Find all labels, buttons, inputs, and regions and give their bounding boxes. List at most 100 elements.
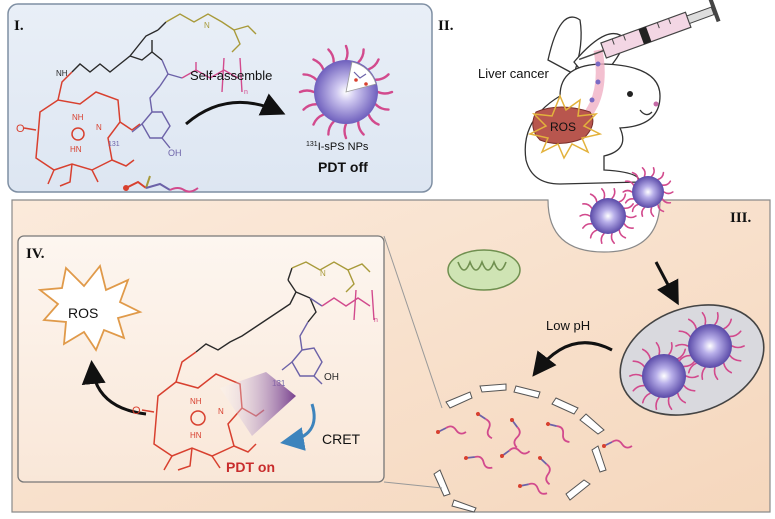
nanoparticle-icon-1 [579,187,637,245]
peg-corona-ray [661,198,672,204]
ros-burst-small-icon [527,94,603,160]
low-ph-arrow [532,341,613,377]
peg-corona-ray [629,373,643,377]
peg-corona-ray [298,89,316,94]
internalize-arrow [654,261,679,306]
peg-corona-ray [641,392,652,404]
released-unimers [436,412,633,495]
peg-corona-ray [714,311,719,326]
peg-corona-ray [631,171,639,181]
endosome-fragments [433,383,607,513]
peg-corona-ray [632,360,645,368]
panel-i-label: I. [14,18,24,34]
zoom-line-top [383,235,443,409]
peg-corona-ray [618,193,627,203]
peg-corona-ray [302,103,318,111]
peg-corona-ray [582,222,593,229]
self-assemble-label: Self-assemble [190,68,272,83]
peg-corona-ray [618,229,627,239]
peg-corona-ray [655,341,661,356]
peg-chain-i [181,57,243,93]
amine-iv-n-label: N [320,269,326,278]
peg-corona-ray [687,318,698,330]
peg-corona-ray [678,354,691,362]
peg-corona-ray [376,90,394,95]
porphyrin-n-label: N [96,123,102,132]
peg-corona-ray [722,362,733,374]
panel-ii-label: II. [438,18,454,34]
porphyrin-iv-nh-label: NH [190,397,202,406]
peg-corona-ray [623,223,634,229]
pdt-on-label: PDT on [226,459,275,475]
peg-corona-ray [676,392,687,404]
unimer-molecule-icon [123,175,199,193]
peg-corona-ray [650,167,655,178]
peg-corona-ray [683,360,696,368]
nanoparticle-name: 131I-sPS NPs [306,141,369,153]
peg-corona-ray [713,366,719,381]
liver-cancer-label: Liver cancer [478,66,549,81]
peg-corona-ray [367,58,380,71]
peg-corona-ray [675,343,689,347]
peg-corona-ray [302,73,318,81]
porphyrin-iv-hn-label: HN [190,431,202,440]
tyrosine-group-i [131,59,183,149]
peg-corona-ray [667,396,673,411]
peg-corona-ray [374,103,390,111]
panel-iii-label: III. [730,210,752,226]
peg-corona-ray [676,348,687,360]
porphyrin-hn-label: HN [70,145,82,154]
peg-corona-ray [357,48,365,64]
peg-corona-ray [374,73,390,81]
peg-corona-ray [668,341,673,356]
peg-corona-ray [663,191,674,195]
amine-n-label: N [204,21,210,30]
peg-corona-ray [600,232,605,245]
self-assemble-arrow [185,93,286,126]
cret-label: CRET [322,431,361,447]
peg-corona-ray [729,330,742,338]
peg-corona-ray [683,384,696,392]
amine-group-i [165,13,257,53]
peg-corona-ray [655,396,660,411]
peg-corona-ray [685,375,699,379]
peg-iv-subscript: n [374,317,378,324]
peg-corona-ray [600,187,606,200]
ros-burst-icon [37,264,143,352]
peg-chain-iv [321,289,375,321]
porphyrin-iv-o-label: O [132,405,141,417]
peg-corona-ray [327,120,335,136]
peg-corona-ray [344,44,349,62]
peg-corona-ray [582,203,593,209]
peg-corona-ray [367,113,380,126]
low-ph-label: Low pH [546,318,590,333]
peg-corona-ray [731,345,745,349]
peg-corona-ray [657,203,665,213]
peg-corona-ray [610,232,616,245]
peg-corona-ray [343,122,348,140]
peg-corona-ray [701,366,706,381]
peg-corona-ray [701,311,707,326]
peg-corona-ray [678,330,691,338]
peg-corona-ray [641,348,652,360]
zoom-line-bottom [383,481,443,489]
peg-corona-ray [623,203,634,210]
energy-transfer-wedge [220,372,296,436]
peg-corona-ray [641,206,646,217]
ros-generation-arrow [81,360,147,416]
syringe-icon [578,0,721,61]
peg-corona-ray [327,48,335,64]
peg-corona-ray [622,189,633,193]
peg-corona-ray [589,229,598,239]
peg-corona-ray [729,354,742,362]
porphyrin-oxygen-label: O [16,123,25,135]
pdt-off-label: PDT off [318,159,368,175]
peg-corona-ray [357,120,365,136]
peg-corona-ray [631,203,639,213]
peg-corona-ray [661,180,672,186]
peg-corona-ray [624,198,635,204]
iodine-label-i: 131 [108,141,120,148]
peg-corona-ray [624,180,635,186]
amine-group-iv [291,261,371,293]
